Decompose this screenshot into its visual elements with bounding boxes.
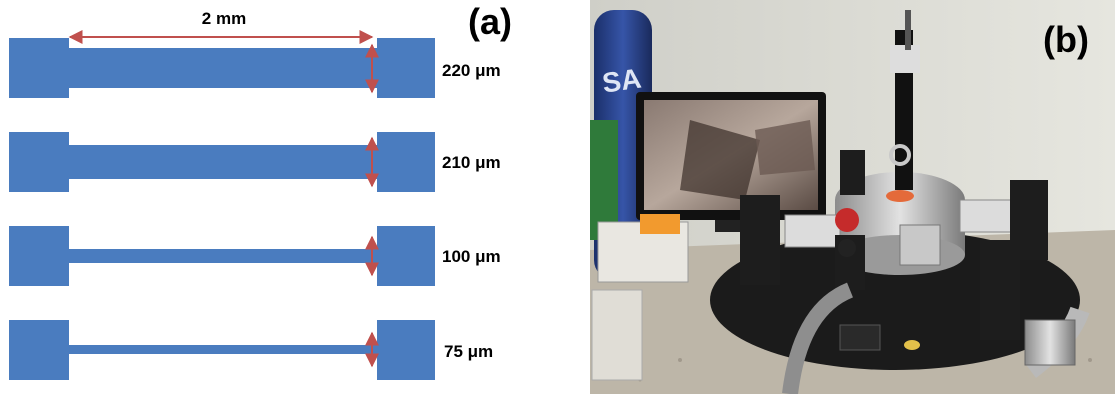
manipulators (740, 150, 1048, 340)
microscope (889, 10, 920, 190)
panel-a-diagram: 2 mm (a) 220 μm 210 μm 100 μm 75 μm (9, 1, 512, 380)
width-label-75: 75 μm (444, 342, 493, 361)
controller-box (591, 214, 689, 381)
specimen-100 (9, 226, 435, 286)
panel-b-photo: SA (590, 0, 1115, 394)
specimen-210 (9, 132, 435, 192)
specimen-75 (9, 320, 435, 380)
length-label: 2 mm (202, 9, 246, 28)
width-label-220: 220 μm (442, 61, 501, 80)
width-label-100: 100 μm (442, 247, 501, 266)
cylinder-text: SA (600, 63, 643, 99)
width-label-210: 210 μm (442, 153, 501, 172)
specimen-220 (9, 38, 435, 98)
panel-b-label: (b) (1043, 19, 1089, 60)
panel-a-label: (a) (468, 1, 512, 42)
monitor (636, 92, 826, 232)
